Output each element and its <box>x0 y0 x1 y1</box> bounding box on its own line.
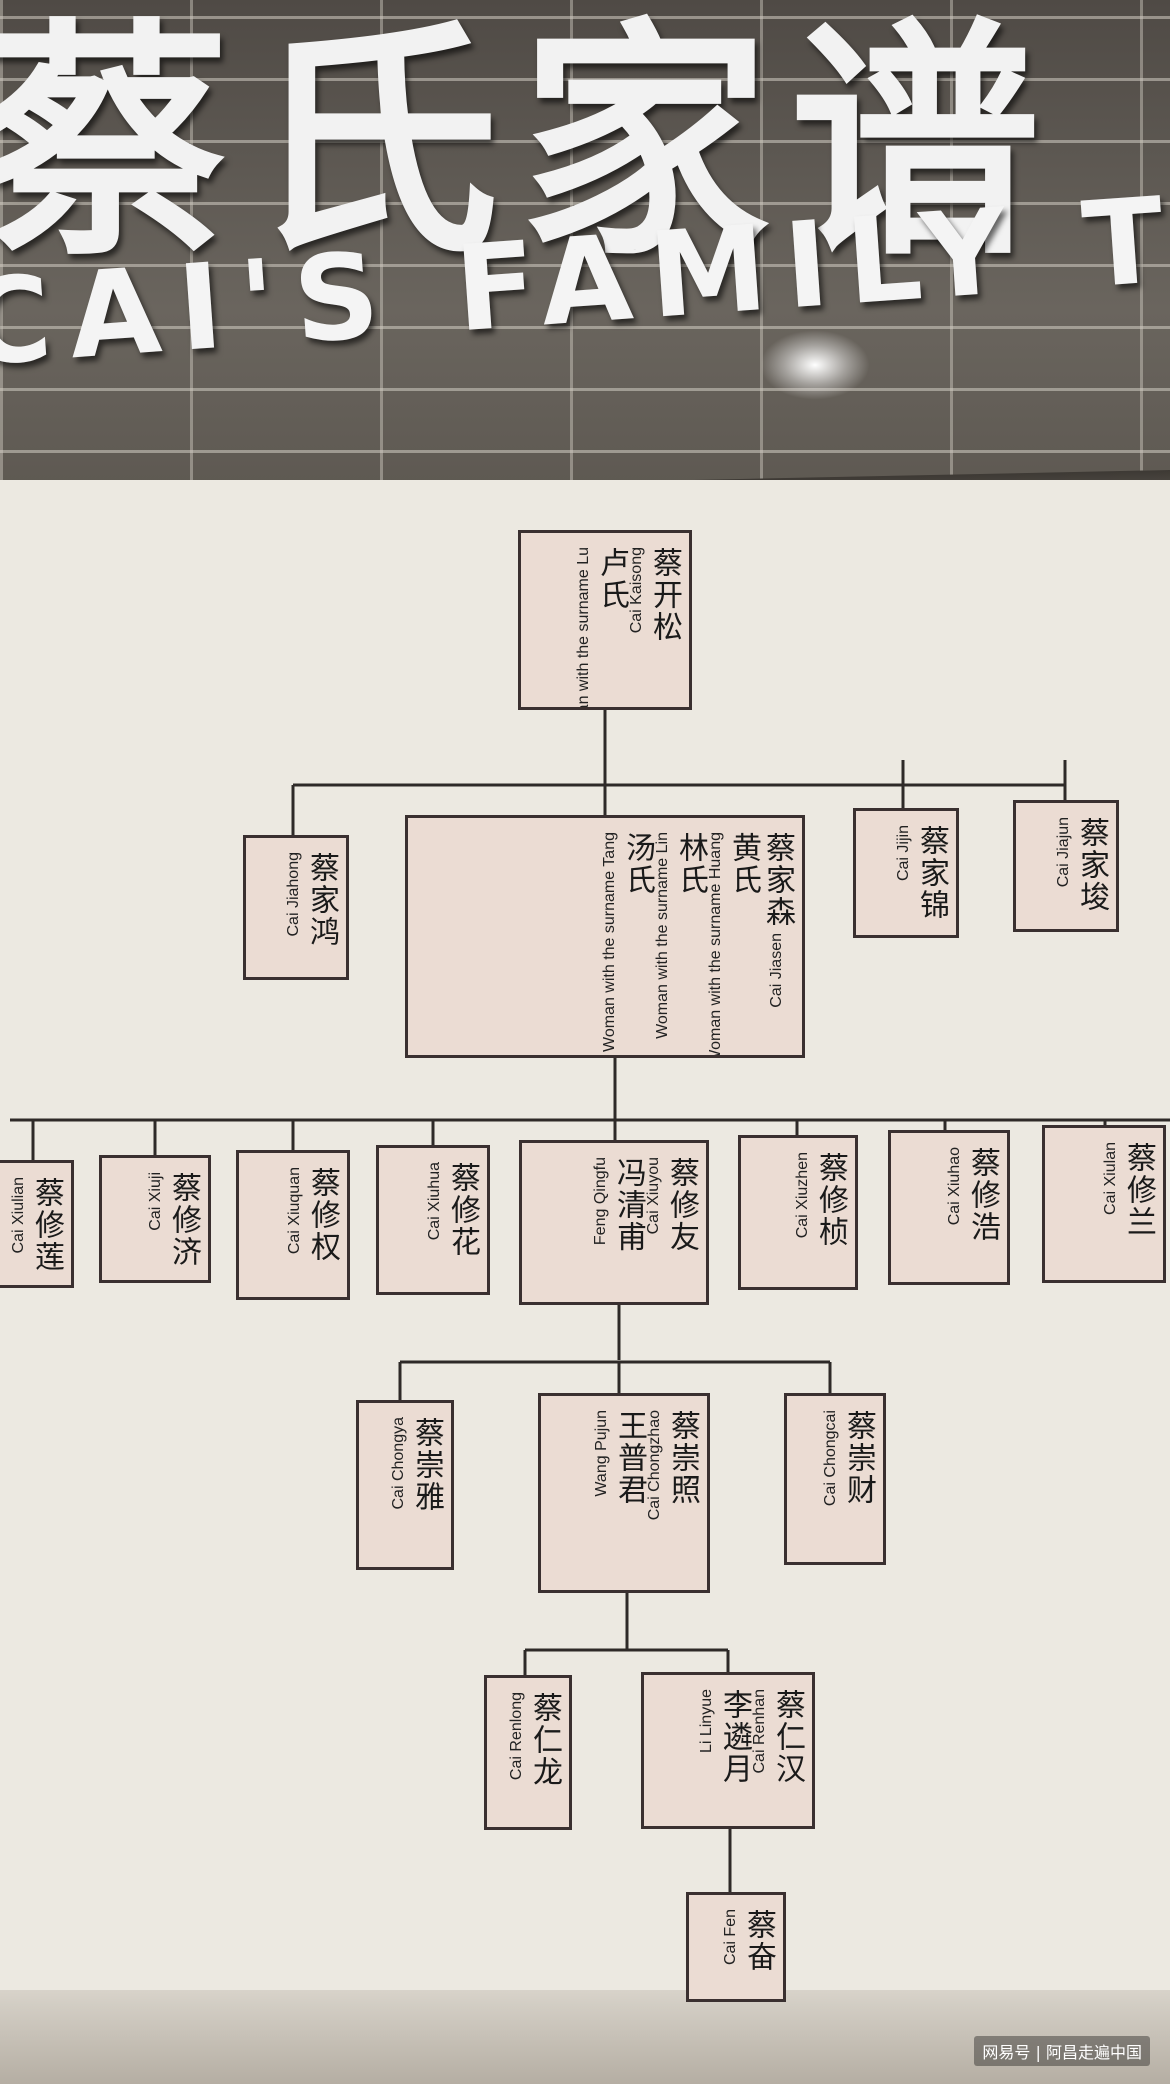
node-romanization: Cai Xiuquan <box>286 1167 303 1255</box>
node-name: 蔡崇雅 <box>409 1417 444 1513</box>
node-romanization: Cai Jijin <box>895 825 912 882</box>
node-cai-xiuji: 蔡修济 Cai Xiuji <box>99 1155 211 1283</box>
node-name: 蔡修兰 <box>1121 1142 1156 1238</box>
node-cai-jiasen: 蔡家森 Cai Jiasen 黄氏 Woman with the surname… <box>405 815 805 1058</box>
node-name: 蔡修友 <box>664 1157 699 1253</box>
node-name: 王普君 <box>612 1410 647 1506</box>
node-cai-chongcai: 蔡崇财 Cai Chongcai <box>784 1393 886 1565</box>
title-chinese: 蔡氏家谱 <box>0 0 1060 289</box>
node-romanization: Cai Xiuhao <box>946 1147 963 1226</box>
node-name: 蔡开松 <box>647 547 682 643</box>
node-cai-chongya: 蔡崇雅 Cai Chongya <box>356 1400 454 1570</box>
node-romanization: Cai Renhan <box>751 1689 768 1774</box>
node-name: 汤氏 <box>620 832 655 896</box>
node-romanization: Cai Xiulian <box>10 1177 27 1254</box>
node-romanization: Cai Jiahong <box>285 852 302 937</box>
board-bottom-edge <box>0 1990 1170 2084</box>
node-name: 蔡修权 <box>305 1167 340 1263</box>
node-cai-xiulan: 蔡修兰 Cai Xiulan <box>1042 1125 1166 1283</box>
node-name: 黄氏 <box>726 832 761 896</box>
node-romanization: Wang Pujun <box>593 1410 610 1497</box>
node-cai-xiuyou: 蔡修友 Cai Xiuyou 冯清甫 Feng Qingfu <box>519 1140 709 1305</box>
node-romanization: Cai Chongzhao <box>646 1410 663 1521</box>
node-romanization: Woman with the surname Lu <box>575 547 592 710</box>
node-cai-jijin: 蔡家锦 Cai Jijin <box>853 808 959 938</box>
node-romanization: Cai Jiasen <box>768 933 785 1008</box>
watermark: 网易号 | 阿昌走遍中国 <box>974 2036 1150 2066</box>
node-romanization: Cai Kaisong <box>628 547 645 634</box>
node-cai-jiajun: 蔡家埈 Cai Jiajun <box>1013 800 1119 932</box>
node-romanization: Woman with the surname Tang <box>601 832 618 1052</box>
node-romanization: Woman with the surname Huang <box>707 832 724 1058</box>
node-romanization: Woman with the surname Lin <box>654 832 671 1039</box>
node-name: 蔡仁汉 <box>770 1689 805 1785</box>
node-cai-xiulian-lotus: 蔡修莲 Cai Xiulian <box>0 1160 74 1288</box>
node-cai-renlong: 蔡仁龙 Cai Renlong <box>484 1675 572 1830</box>
node-name: 蔡家锦 <box>914 825 949 921</box>
node-cai-xiuquan: 蔡修权 Cai Xiuquan <box>236 1150 350 1300</box>
node-name: 蔡奋 <box>741 1909 776 1973</box>
node-romanization: Cai Renlong <box>508 1692 525 1781</box>
node-name: 蔡修花 <box>445 1162 480 1258</box>
node-name: 蔡修桢 <box>813 1152 848 1248</box>
node-name: 蔡修莲 <box>29 1177 64 1273</box>
node-name: 蔡家鸿 <box>304 852 339 948</box>
node-cai-fen: 蔡奋 Cai Fen <box>686 1892 786 2002</box>
node-name: 林氏 <box>673 832 708 896</box>
node-romanization: Li Linyue <box>698 1689 715 1754</box>
node-romanization: Cai Xiuji <box>147 1172 164 1231</box>
node-name: 蔡崇照 <box>665 1410 700 1506</box>
node-romanization: Cai Chongcai <box>822 1410 839 1507</box>
node-romanization: Cai Fen <box>722 1909 739 1966</box>
node-romanization: Cai Xiuyou <box>645 1157 662 1235</box>
node-romanization: Feng Qingfu <box>592 1157 609 1246</box>
node-romanization: Cai Xiuhua <box>426 1162 443 1241</box>
node-cai-renhan: 蔡仁汉 Cai Renhan 李遴月 Li Linyue <box>641 1672 815 1829</box>
node-name: 李遴月 <box>717 1689 752 1785</box>
node-cai-jiahong: 蔡家鸿 Cai Jiahong <box>243 835 349 980</box>
node-name: 蔡崇财 <box>841 1410 876 1506</box>
node-cai-xiuhua: 蔡修花 Cai Xiuhua <box>376 1145 490 1295</box>
node-name: 蔡家埈 <box>1074 817 1109 913</box>
node-name: 蔡仁龙 <box>527 1692 562 1788</box>
node-romanization: Cai Jiajun <box>1055 817 1072 888</box>
node-name: 冯清甫 <box>611 1157 646 1253</box>
node-name: 蔡修济 <box>166 1172 201 1268</box>
node-cai-xiuhao: 蔡修浩 Cai Xiuhao <box>888 1130 1010 1285</box>
node-name: 卢氏 <box>594 547 629 611</box>
node-name: 蔡修浩 <box>965 1147 1000 1243</box>
node-cai-kaisong: 蔡开松 Cai Kaisong 卢氏 Woman with the surnam… <box>518 530 692 710</box>
node-cai-chongzhao: 蔡崇照 Cai Chongzhao 王普君 Wang Pujun <box>538 1393 710 1593</box>
node-romanization: Cai Xiulan <box>1102 1142 1119 1215</box>
node-romanization: Cai Xiuzhen <box>794 1152 811 1239</box>
node-cai-xiuzhen: 蔡修桢 Cai Xiuzhen <box>738 1135 858 1290</box>
node-romanization: Cai Chongya <box>390 1417 407 1510</box>
node-name: 蔡家森 <box>760 832 795 928</box>
brick-wall-header: 蔡氏家谱 CAI'S FAMILY TREE <box>0 0 1170 515</box>
